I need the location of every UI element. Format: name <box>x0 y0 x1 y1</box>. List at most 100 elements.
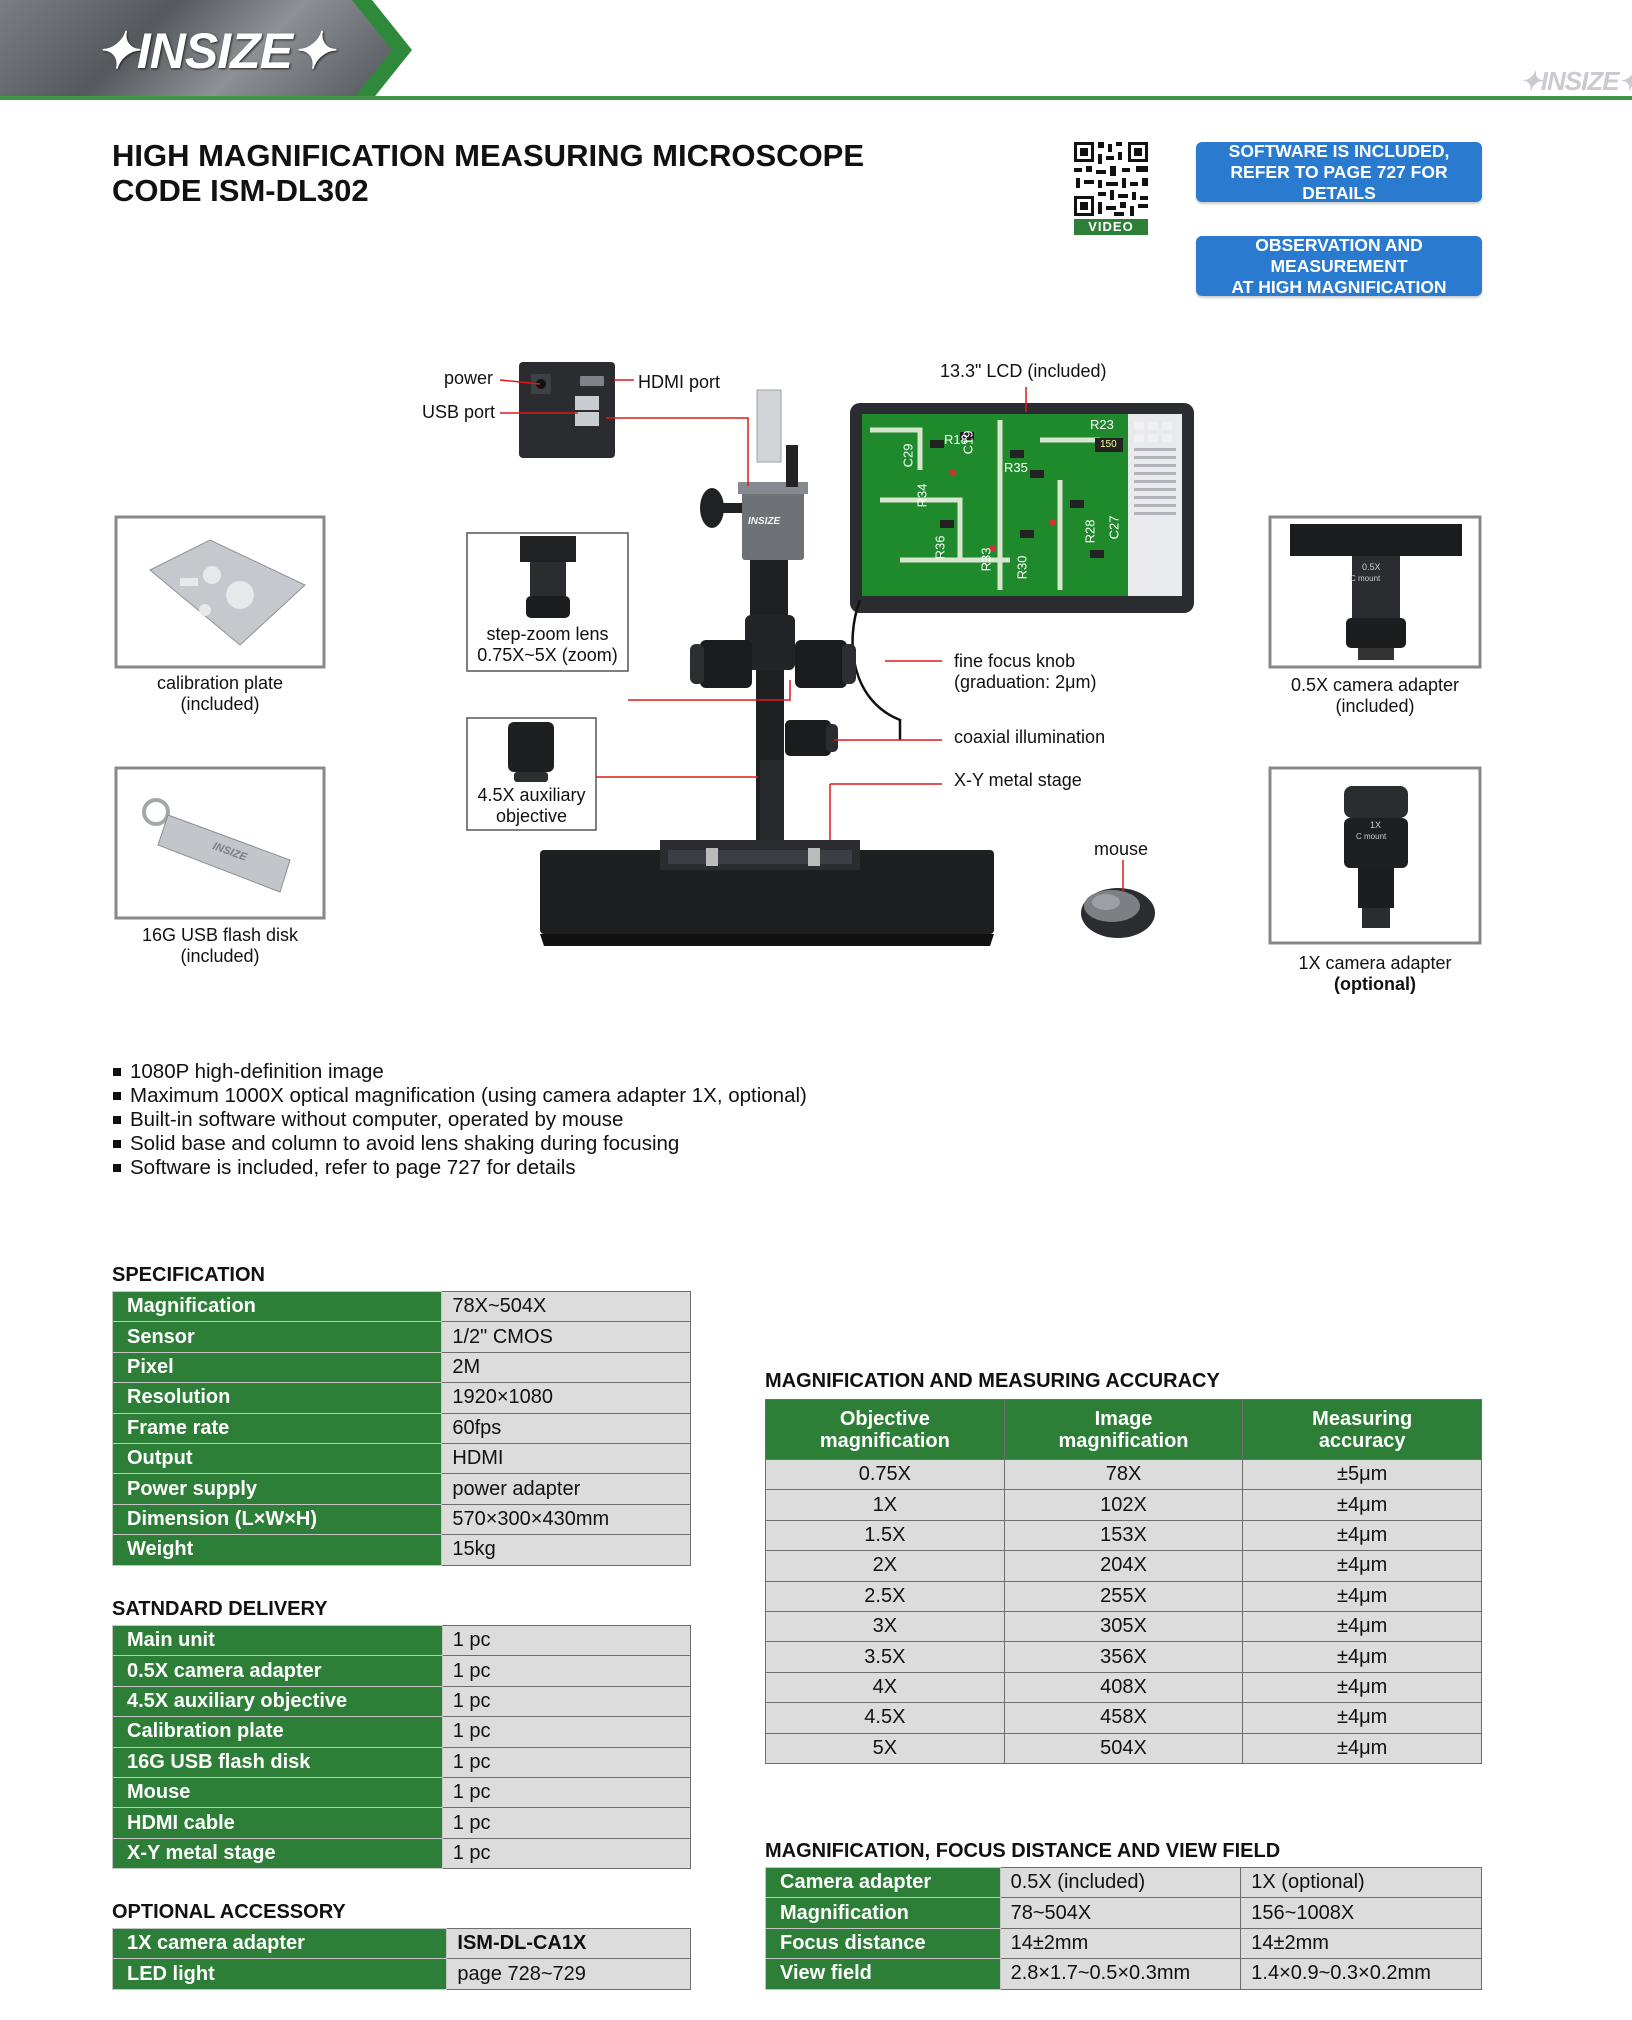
specification-title: SPECIFICATION <box>112 1264 265 1286</box>
header-line: Image <box>1094 1407 1153 1430</box>
text-line: 4.5X auxiliary <box>477 785 586 805</box>
table-key-cell: 0.5X camera adapter <box>112 1655 443 1687</box>
accuracy-cell: ±4μm <box>1242 1641 1482 1673</box>
caption-adapter-1x: 1X camera adapter (optional) <box>1255 953 1495 995</box>
table-value-cell: 14±2mm <box>1240 1927 1482 1960</box>
table-key-cell: Camera adapter <box>765 1866 1001 1899</box>
adapter-1x-cmount: C mount <box>1356 832 1387 841</box>
insize-logo: ✦INSIZE✦ <box>96 23 334 79</box>
accuracy-cell: ±4μm <box>1242 1702 1482 1734</box>
header-line: magnification <box>1058 1429 1189 1452</box>
product-code: CODE ISM-DL302 <box>112 173 369 208</box>
lcd-monitor <box>850 403 1194 740</box>
badge-line: REFER TO PAGE 727 FOR DETAILS <box>1230 161 1448 203</box>
video-qr-code[interactable]: VIDEO <box>1072 140 1150 236</box>
aux-objective-illustration <box>508 722 554 782</box>
pcb-label: R18 <box>944 432 968 447</box>
table-value-cell: ISM-DL-CA1X <box>446 1927 691 1960</box>
table-value-cell: 2M <box>441 1351 691 1384</box>
table-value-cell: 60fps <box>441 1412 691 1444</box>
accuracy-cell: ±4μm <box>1242 1580 1482 1612</box>
table-value-cell: 0.5X (included) <box>999 1866 1242 1899</box>
table-key-cell: Frame rate <box>111 1412 443 1444</box>
accuracy-cell: ±4μm <box>1242 1519 1482 1552</box>
table-key-cell: Pixel <box>111 1351 443 1384</box>
text-line: 0.75X~5X (zoom) <box>477 645 618 665</box>
badge-line: AT HIGH MAGNIFICATION <box>1231 276 1447 297</box>
text-line: (optional) <box>1334 974 1416 994</box>
accuracy-cell: ±4μm <box>1242 1610 1482 1643</box>
table-key-cell: 4.5X auxiliary objective <box>112 1685 443 1718</box>
delivery-title: SATNDARD DELIVERY <box>112 1598 328 1620</box>
table-value-cell: 14±2mm <box>999 1927 1242 1960</box>
accuracy-cell: 4X <box>765 1671 1005 1704</box>
table-key-cell: Mouse <box>112 1776 443 1809</box>
callout-power: power <box>444 368 494 388</box>
table-key-cell: Magnification <box>765 1897 1001 1929</box>
mouse-illustration <box>1081 888 1155 938</box>
accuracy-cell: 305X <box>1003 1610 1244 1643</box>
callout-fine-focus: fine focus knob (graduation: 2μm) <box>954 651 1096 693</box>
table-row: Dimension (L×W×H)570×300×430mm <box>111 1503 691 1536</box>
callout-aux-objective: 4.5X auxiliary objective <box>467 785 596 827</box>
table-value-cell: 1 pc <box>441 1746 692 1778</box>
accuracy-cell: ±4μm <box>1242 1489 1482 1521</box>
pcb-label: R28 <box>1082 519 1098 544</box>
text-line: (included) <box>180 946 260 966</box>
table-value-cell: 1 pc <box>441 1655 692 1687</box>
table-value-cell: 1 pc <box>441 1716 692 1748</box>
table-value-cell: 570×300×430mm <box>441 1503 691 1536</box>
text-line: calibration plate <box>156 673 284 693</box>
pcb-label: R35 <box>1004 460 1028 475</box>
badge-line: SOFTWARE IS INCLUDED, <box>1228 140 1450 161</box>
table-key-cell: HDMI cable <box>112 1807 443 1839</box>
usb-disk-illustration <box>142 798 291 893</box>
callout-coaxial: coaxial illumination <box>954 727 1106 747</box>
text-line: objective <box>495 806 568 826</box>
table-value-cell: HDMI <box>441 1442 691 1475</box>
adapter-05x-engraving: 0.5X <box>1362 562 1381 572</box>
accuracy-cell: 3X <box>765 1610 1005 1643</box>
header-line: Measuring <box>1312 1407 1413 1430</box>
feature-item: 1080P high-definition image <box>112 1060 807 1084</box>
callout-hdmi-port: HDMI port <box>638 372 721 392</box>
table-value-cell: 78X~504X <box>441 1290 691 1323</box>
caption-calibration-plate: calibration plate (included) <box>116 673 324 715</box>
accuracy-cell: ±4μm <box>1242 1550 1482 1582</box>
text-line: 16G USB flash disk <box>141 925 299 945</box>
callout-usb-port: USB port <box>422 402 496 422</box>
table-key-cell: 1X camera adapter <box>111 1927 448 1960</box>
accuracy-cell: 4.5X <box>765 1702 1005 1734</box>
accuracy-cell: 153X <box>1003 1519 1244 1552</box>
table-key-cell: Weight <box>111 1534 443 1566</box>
software-included-badge: SOFTWARE IS INCLUDED, REFER TO PAGE 727 … <box>1196 140 1482 203</box>
accuracy-cell: 204X <box>1003 1550 1244 1582</box>
table-key-cell: Power supply <box>111 1473 443 1505</box>
pcb-label: C27 <box>1106 515 1122 540</box>
accuracy-cell: 3.5X <box>765 1641 1005 1673</box>
text-line: (graduation: 2μm) <box>954 672 1097 692</box>
table-value-cell: 1.4×0.9~0.3×0.2mm <box>1240 1958 1482 1990</box>
insize-logo-small: ✦INSIZE✦ <box>1520 66 1632 96</box>
accuracy-cell: 5X <box>765 1732 1005 1764</box>
header-line: Objective <box>839 1407 930 1430</box>
feature-item: Maximum 1000X optical magnification (usi… <box>112 1084 807 1108</box>
pcb-label: R33 <box>978 547 994 572</box>
pcb-label: R34 <box>914 483 930 508</box>
feature-list: 1080P high-definition image Maximum 1000… <box>112 1060 807 1180</box>
